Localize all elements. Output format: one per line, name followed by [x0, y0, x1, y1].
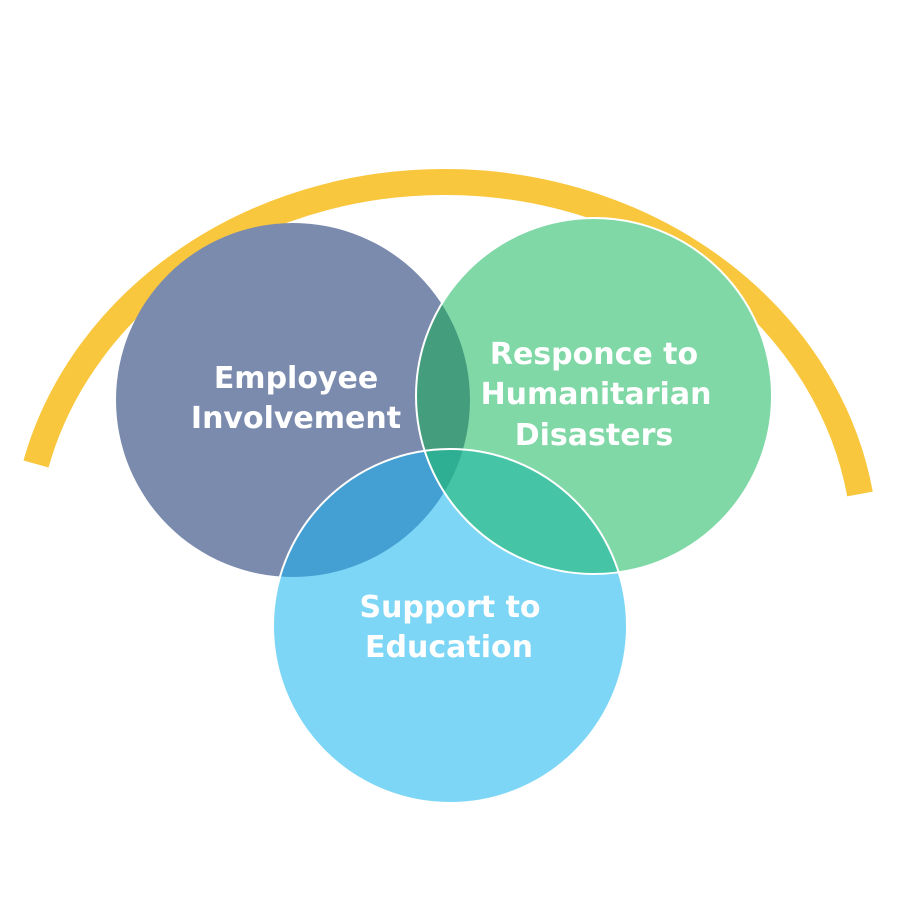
overlap-employee-education: [273, 449, 470, 577]
humanitarian-label-line3: Disasters: [515, 418, 673, 453]
outer-arc: [23, 168, 873, 497]
outline-humanitarian: [415, 217, 773, 575]
outline-education: [272, 448, 628, 804]
employee-label-line2: Involvement: [191, 401, 401, 436]
overlap-humanitarian-education: [416, 449, 627, 574]
education-label-line2: Education: [365, 630, 533, 665]
education-label-line1: Support to: [359, 590, 540, 625]
humanitarian-label-line2: Humanitarian: [481, 377, 712, 412]
humanitarian-label-line1: Responce to: [490, 337, 698, 372]
employee-label-line1: Employee: [214, 361, 378, 396]
